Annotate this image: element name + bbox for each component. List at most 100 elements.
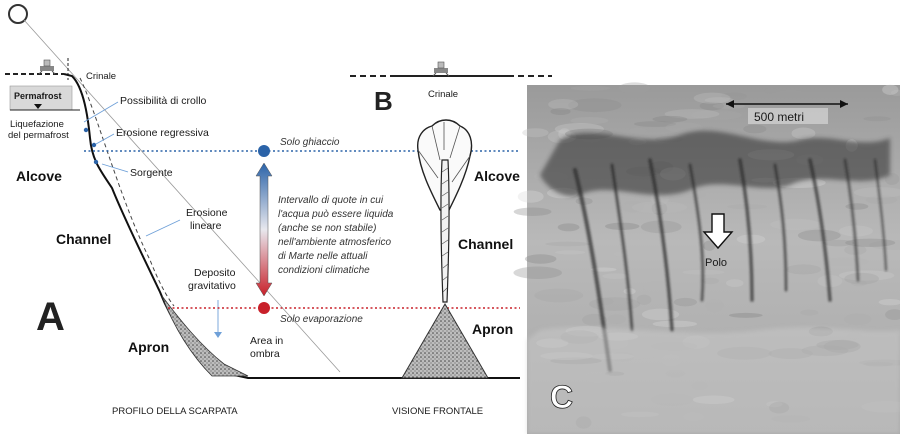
lander-icon [432,61,450,77]
solo-ghiaccio-label: Solo ghiaccio [280,137,340,148]
panel-c-image: 500 metri Polo C [513,82,900,434]
sorgente-label: Sorgente [130,167,173,179]
sun-circle-icon [8,4,28,24]
alcove-shadows [540,130,890,196]
texture-patch [570,85,611,91]
texture-patch [863,116,891,122]
texture-patch [865,195,898,205]
texture-patch [845,238,896,247]
texture-patch [693,92,731,104]
texture-patch [554,123,604,136]
texture-patch [513,266,563,279]
crollo-label: Possibilità di crollo [120,95,207,107]
texture-patch [652,115,688,123]
channel-label-b: Channel [458,236,513,252]
texture-patch [743,124,767,134]
caption-b: VISIONE FRONTALE [392,406,483,417]
light-ray [23,19,341,373]
leader-crollo [83,101,119,123]
letter-c: C [550,379,573,415]
texture-patch [703,240,716,251]
texture-patch [791,127,816,140]
apron-fan [401,303,489,379]
caption-a: PROFILO DELLA SCARPATA [112,406,238,417]
texture-patch [822,239,855,247]
leader-sorgente [101,163,129,173]
texture-patch [785,264,822,275]
pole-arrow-icon [702,213,734,250]
lander-icon [38,59,56,75]
interval-line-2: l'acqua può essere liquida [278,209,394,220]
texture-patch [704,97,734,104]
texture-patch [701,277,720,285]
texture-patch [845,203,869,210]
texture-patch [557,223,580,232]
texture-patch [691,110,742,120]
texture-patch [726,279,744,288]
center-levels: Solo ghiaccio Solo evaporazione Interval… [84,137,520,325]
texture-patch [821,257,869,266]
texture-patch [720,92,748,101]
texture-patch [851,280,867,287]
ice-level-marker [258,145,270,157]
texture-patch [524,254,557,264]
evap-level-marker [258,302,270,314]
crinale-label-b: Crinale [428,89,458,100]
texture-patch [568,98,622,113]
texture-patch [800,309,819,316]
texture-patch [534,288,584,303]
permafrost-box [9,85,73,111]
texture-patch [885,309,900,321]
interval-line-3: (anche se non stabile) [278,223,376,234]
texture-patch [890,89,900,97]
interval-text: Intervallo di quote in cui l'acqua può e… [278,195,394,276]
deposito-label: Deposito [194,267,236,279]
texture-patch [629,127,647,134]
texture-patch [513,207,552,216]
texture-patch [555,250,586,255]
texture-patch [613,251,629,257]
apron-label-a: Apron [128,339,169,355]
texture-patch [853,187,900,198]
texture-patch [843,313,872,325]
texture-patch [764,87,778,94]
letter-b: B [374,86,393,116]
texture-patch [545,241,591,247]
apron-bright [527,327,900,434]
texture-patch [641,308,680,321]
texture-patch [778,90,802,96]
interval-line-6: condizioni climatiche [278,265,370,276]
leader-deposito-arrow-icon [214,332,222,338]
polo-label: Polo [705,257,727,269]
leader-erosione-regressiva [95,133,115,145]
panel-b: Crinale B Alcove Channel Apron VISIONE F… [350,61,552,417]
crinale-label-a: Crinale [86,71,116,82]
source-dot [91,142,97,148]
texture-patch [878,298,900,306]
texture-patch [570,116,609,125]
water-table-icon [34,104,42,109]
source-dot [93,159,99,165]
alcove-label-b: Alcove [474,168,520,184]
texture-patch [705,299,724,313]
texture-patch [589,297,641,311]
interval-line-4: nell'ambiente atmosferico [278,237,392,248]
alcove-fold-lines [417,122,471,183]
scale-bar: 500 metri [726,100,848,124]
gully-channels [573,158,888,372]
texture-patch [797,229,841,242]
del-permafrost-label: del permafrost [8,130,69,141]
lineare-label: lineare [190,220,222,232]
texture-patch [770,218,821,231]
texture-patch [602,273,629,279]
texture-patch [636,294,652,305]
range-double-arrow-icon [255,162,273,297]
interval-line-1: Intervallo di quote in cui [278,195,384,206]
texture-patch [522,128,549,138]
permafrost-label: Permafrost [14,91,62,101]
panel-a: Permafrost Crinale Possibilità di crollo… [5,4,520,417]
texture-patch [618,82,651,94]
texture-patch [621,201,644,213]
source-dot [83,127,89,133]
scale-label: 500 metri [754,110,804,124]
